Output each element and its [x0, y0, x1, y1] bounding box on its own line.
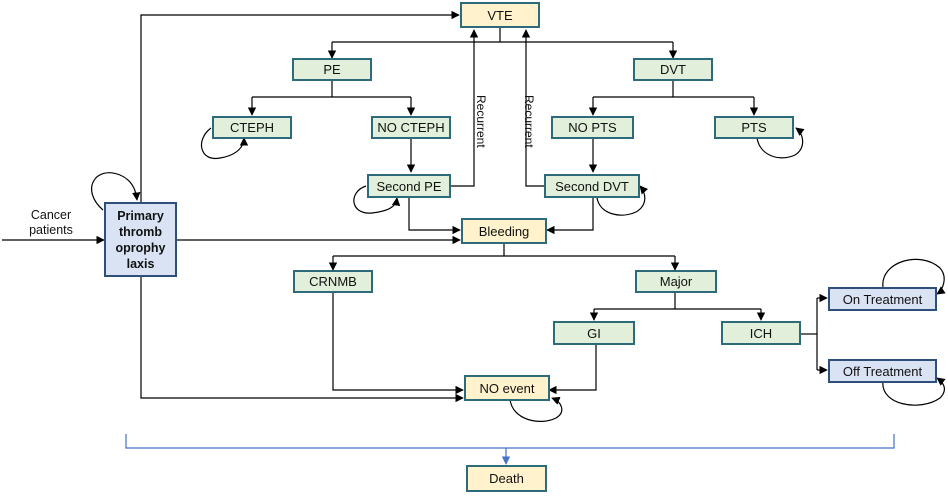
label-recurrent-pe: Recurrent	[474, 95, 488, 148]
loop-secondpe	[353, 185, 401, 214]
edge-seconddvt-to-bleeding	[546, 198, 594, 235]
node-death: Death	[466, 465, 547, 492]
node-second-dvt: Second DVT	[544, 174, 640, 198]
node-off-treatment: Off Treatment	[828, 359, 937, 383]
loop-cteph	[200, 127, 249, 159]
node-no-pts: NO PTS	[551, 116, 634, 139]
loop-noevent	[509, 396, 563, 422]
label-recurrent-dvt: Recurrent	[522, 95, 536, 148]
death-bracket	[125, 434, 895, 449]
edge-primary-to-vte	[140, 10, 460, 202]
node-vte: VTE	[460, 2, 540, 28]
edge-gi-to-noevent	[548, 344, 597, 395]
node-cteph: CTEPH	[212, 116, 292, 139]
node-on-treatment: On Treatment	[828, 287, 937, 311]
node-major: Major	[635, 270, 717, 293]
edge-primary-to-noevent	[140, 277, 464, 403]
node-gi: GI	[553, 321, 635, 345]
node-no-event: NO event	[464, 375, 550, 401]
node-bleeding: Bleeding	[461, 218, 547, 244]
node-dvt: DVT	[633, 58, 713, 81]
label-cancer-patients: Cancer patients	[29, 208, 73, 237]
node-second-pe: Second PE	[367, 174, 451, 198]
node-primary-thromboprophylaxis: Primary thromb oprophy laxis	[104, 202, 177, 277]
edge-seconddvt-recurrent-vte	[521, 29, 544, 187]
node-pts: PTS	[714, 116, 794, 139]
loop-primary	[91, 172, 141, 211]
edge-crnmb-to-noevent	[332, 292, 464, 395]
loop-seconddvt	[596, 185, 649, 216]
loop-pts	[756, 127, 805, 159]
loop-offtreatment	[882, 377, 946, 406]
edge-secondpe-recurrent-vte	[450, 29, 479, 187]
node-crnmb: CRNMB	[293, 270, 373, 293]
node-no-cteph: NO CTEPH	[371, 116, 451, 139]
loop-ontreatment	[882, 258, 946, 295]
node-ich: ICH	[721, 321, 801, 345]
edge-secondpe-to-bleeding	[408, 198, 461, 235]
node-pe: PE	[292, 58, 372, 81]
